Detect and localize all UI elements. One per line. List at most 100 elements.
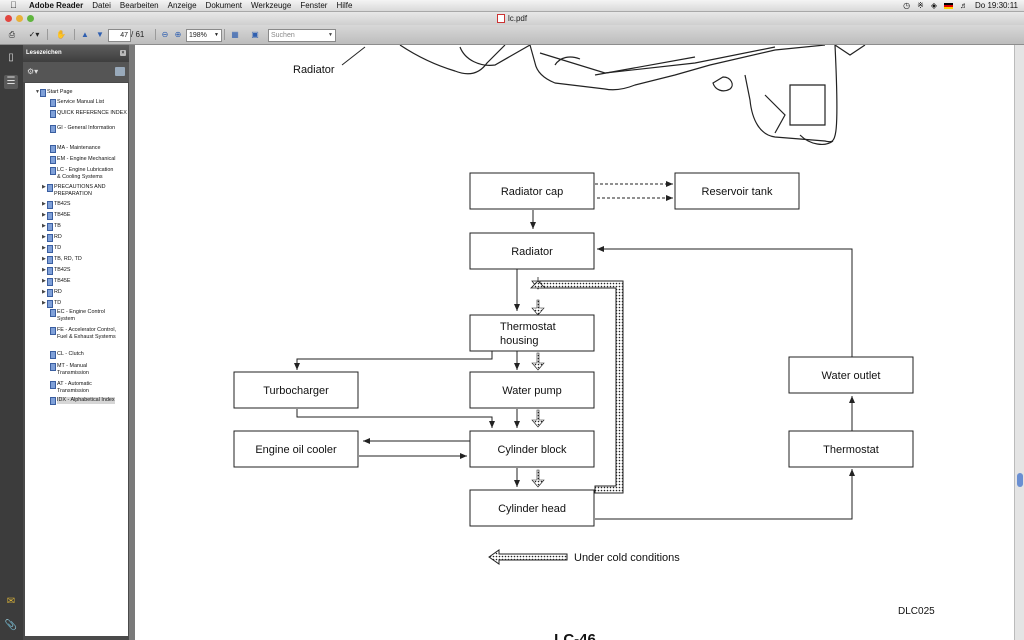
wifi-icon[interactable]: ◈ [930, 1, 937, 10]
bookmark-label: IDX - Alphabetical Index [57, 397, 115, 403]
time-machine-icon[interactable]: ◷ [903, 1, 911, 10]
search-input[interactable]: Suchen▼ [268, 29, 336, 42]
collapse-triangle-icon[interactable]: ▶ [42, 212, 46, 218]
minimize-window-button[interactable] [16, 15, 23, 22]
bookmark-item[interactable]: MA - Maintenance [50, 145, 100, 153]
menu-fenster[interactable]: Fenster [300, 1, 328, 10]
thermostat-housing-box [469, 314, 595, 352]
collapse-triangle-icon[interactable]: ▶ [42, 289, 46, 295]
bookmark-item[interactable]: ▶RD [42, 289, 62, 297]
bookmark-item[interactable]: FE - Accelerator Control,Fuel & Exhaust … [50, 327, 116, 341]
expand-triangle-icon[interactable]: ▼ [35, 89, 40, 95]
zoom-window-button[interactable] [27, 15, 34, 22]
hand-tool-icon[interactable]: ✋ [56, 30, 66, 39]
menu-datei[interactable]: Datei [92, 1, 111, 10]
bookmark-item[interactable]: ▼Start Page [35, 89, 72, 97]
bookmarks-toolbar: ⚙▾ [23, 62, 129, 82]
bookmark-page-icon [47, 300, 53, 308]
collapse-triangle-icon[interactable]: ▶ [42, 201, 46, 207]
bookmark-item[interactable]: ▶TB45E [42, 212, 70, 220]
fit-page-icon[interactable]: ▦ [231, 30, 239, 39]
flow-lines [294, 181, 855, 520]
page-number-footer: LC-46 [554, 631, 596, 640]
document-viewport[interactable]: Radiator [129, 45, 1014, 640]
scrollbar-thumb[interactable] [1017, 473, 1023, 487]
bookmark-label: TB42S [54, 267, 71, 273]
bookmark-page-icon [47, 184, 53, 192]
volume-icon[interactable]: ♬ [960, 1, 968, 10]
previous-page-icon[interactable]: ▲ [81, 30, 89, 39]
bookmark-label: Service Manual List [57, 99, 105, 105]
close-window-button[interactable] [5, 15, 12, 22]
fit-width-icon[interactable]: ▣ [251, 30, 259, 39]
apple-menu-icon[interactable]:  [10, 0, 17, 11]
close-panel-icon[interactable]: × [120, 50, 126, 56]
bookmark-item[interactable]: ▶TD [42, 300, 61, 308]
search-placeholder: Suchen [271, 32, 295, 39]
pages-panel-icon[interactable]: ▯ [8, 52, 14, 63]
input-source-flag-icon[interactable] [944, 2, 953, 9]
bookmark-item[interactable]: GI - General Information [50, 125, 115, 133]
bookmark-label: QUICK REFERENCE INDEX [57, 110, 127, 116]
zoom-in-icon[interactable]: ⊕ [174, 30, 182, 39]
new-bookmark-icon[interactable] [115, 67, 125, 76]
attachments-paperclip-icon[interactable]: 📎 [4, 620, 18, 631]
collapse-triangle-icon[interactable]: ▶ [42, 223, 46, 229]
bookmark-page-icon [47, 212, 53, 220]
bookmark-item[interactable]: QUICK REFERENCE INDEX [50, 110, 127, 118]
vertical-scrollbar[interactable] [1014, 45, 1024, 640]
collapse-triangle-icon[interactable]: ▶ [42, 256, 46, 262]
menu-werkzeuge[interactable]: Werkzeuge [251, 1, 292, 10]
cylinder-head-box [469, 489, 595, 527]
thermostat-label: Thermostat [823, 444, 879, 456]
bookmark-item[interactable]: CL - Clutch [50, 351, 84, 359]
collapse-triangle-icon[interactable]: ▶ [42, 245, 46, 251]
bookmark-item[interactable]: Service Manual List [50, 99, 105, 107]
bookmark-page-icon [47, 245, 53, 253]
bookmark-item[interactable]: ▶ TB42S [42, 267, 71, 275]
page-number-input[interactable]: 47 [108, 29, 131, 42]
thermostat-housing-label-line2: housing [500, 335, 539, 347]
collapse-triangle-icon[interactable]: ▶ [42, 184, 46, 190]
bookmark-item[interactable]: ▶TB, RD, TD [42, 256, 82, 264]
collapse-triangle-icon[interactable]: ▶ [42, 278, 46, 284]
collapse-triangle-icon[interactable]: ▶ [42, 267, 46, 273]
turbocharger-label: Turbocharger [263, 385, 329, 397]
bookmark-page-icon [47, 234, 53, 242]
zoom-out-icon[interactable]: ⊖ [161, 30, 169, 39]
collapse-triangle-icon[interactable]: ▶ [42, 300, 46, 306]
bookmark-page-icon [47, 223, 53, 231]
menu-anzeige[interactable]: Anzeige [167, 1, 197, 10]
comments-icon[interactable]: ✉ [6, 596, 16, 607]
bookmark-page-icon [50, 309, 56, 317]
menu-hilfe[interactable]: Hilfe [336, 1, 353, 10]
zoom-select[interactable]: 198%▼ [186, 29, 222, 42]
collapse-triangle-icon[interactable]: ▶ [42, 234, 46, 240]
bookmark-item[interactable]: IDX - Alphabetical Index [50, 397, 115, 405]
bookmark-item[interactable]: ▶RD [42, 234, 62, 242]
bookmark-item[interactable]: ▶TB42S [42, 201, 70, 209]
bookmark-item[interactable]: ▶TD [42, 245, 61, 253]
next-page-icon[interactable]: ▼ [96, 30, 104, 39]
print-icon[interactable]: ⎙ [8, 30, 16, 39]
menu-adobe-reader[interactable]: Adobe Reader [29, 1, 84, 10]
clock[interactable]: Do 19:30:11 [975, 1, 1018, 10]
share-menu-icon[interactable]: ✓▾ [28, 30, 40, 39]
bluetooth-icon[interactable]: ※ [917, 1, 924, 10]
options-gear-icon[interactable]: ⚙▾ [27, 67, 39, 76]
menu-dokument[interactable]: Dokument [205, 1, 243, 10]
bookmark-item[interactable]: ▶TB45E [42, 278, 70, 286]
menu-bearbeiten[interactable]: Bearbeiten [119, 1, 159, 10]
thermostat-housing-label-line1: Thermostat [500, 321, 556, 333]
bookmark-item[interactable]: ▶TB [42, 223, 61, 231]
water-pump-label: Water pump [502, 385, 562, 397]
bookmark-item[interactable]: EM - Engine Mechanical [50, 156, 115, 164]
bookmark-item[interactable]: LC - Engine Lubrication& Cooling Systems [50, 167, 113, 181]
bookmarks-panel-icon[interactable]: ☰ [4, 75, 18, 89]
toolbar: ⎙ ✓▾ ✋ ▲ ▼ 47 / 61 ⊖ ⊕ 198%▼ ▦ ▣ Suchen▼ [0, 25, 1024, 45]
